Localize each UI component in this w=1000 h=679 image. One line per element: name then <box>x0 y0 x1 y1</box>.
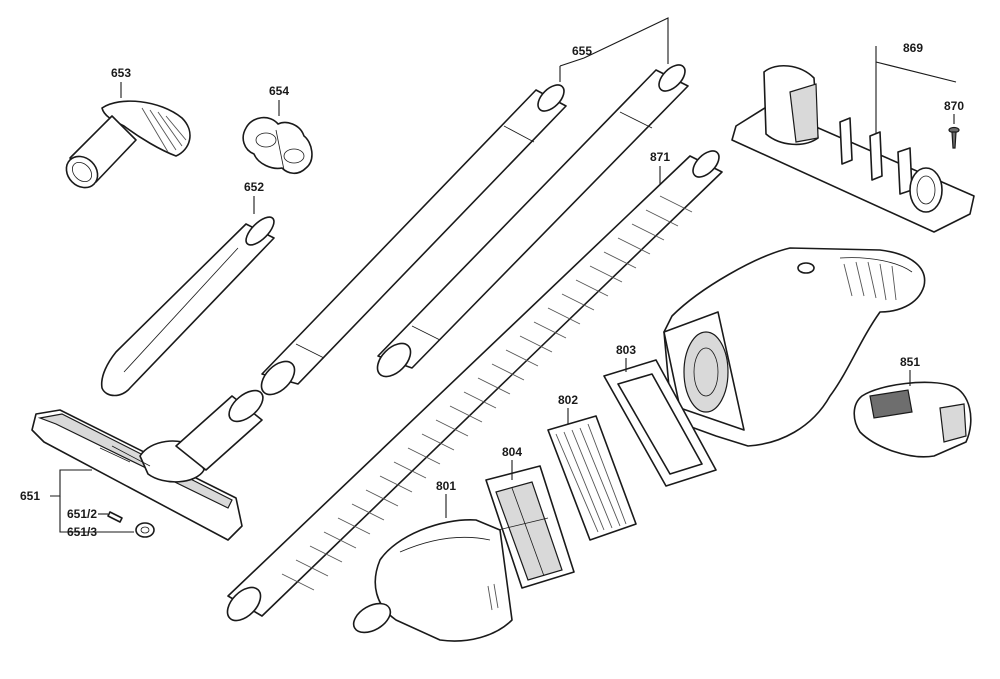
part-652-crevice-tool <box>100 216 275 397</box>
callout-654: 654 <box>269 84 289 98</box>
callout-651: 651 <box>20 489 40 503</box>
part-655-extension-tube-1 <box>260 84 567 396</box>
callout-803: 803 <box>616 343 636 357</box>
part-655-extension-tube-2 <box>376 64 689 378</box>
vacuum-cleaner-body <box>663 247 926 447</box>
part-804-pre-filter <box>485 465 575 589</box>
part-870-screw <box>948 126 960 149</box>
part-654-clip <box>242 116 313 175</box>
part-871-flexible-hose <box>226 150 723 622</box>
callout-801: 801 <box>436 479 456 493</box>
part-653-brush-nozzle <box>65 100 191 189</box>
part-803-filter-gasket <box>603 359 717 487</box>
callout-871: 871 <box>650 150 670 164</box>
part-869-wall-holder <box>731 65 975 233</box>
callout-851: 851 <box>900 355 920 369</box>
callout-653: 653 <box>111 66 131 80</box>
part-801-dust-container <box>352 519 513 642</box>
callout-804: 804 <box>502 445 522 459</box>
part-651-2-pin <box>107 511 123 523</box>
callout-870: 870 <box>944 99 964 113</box>
callout-651-3: 651/3 <box>67 525 97 539</box>
callout-655: 655 <box>572 44 592 58</box>
part-651-floor-nozzle <box>31 389 264 541</box>
callout-651-2: 651/2 <box>67 507 97 521</box>
leader-lines <box>50 17 957 533</box>
callout-869: 869 <box>903 41 923 55</box>
part-802-pleated-filter <box>547 415 637 541</box>
part-851-battery <box>853 381 972 458</box>
part-651-3-sleeve <box>135 522 155 538</box>
callout-652: 652 <box>244 180 264 194</box>
callout-802: 802 <box>558 393 578 407</box>
